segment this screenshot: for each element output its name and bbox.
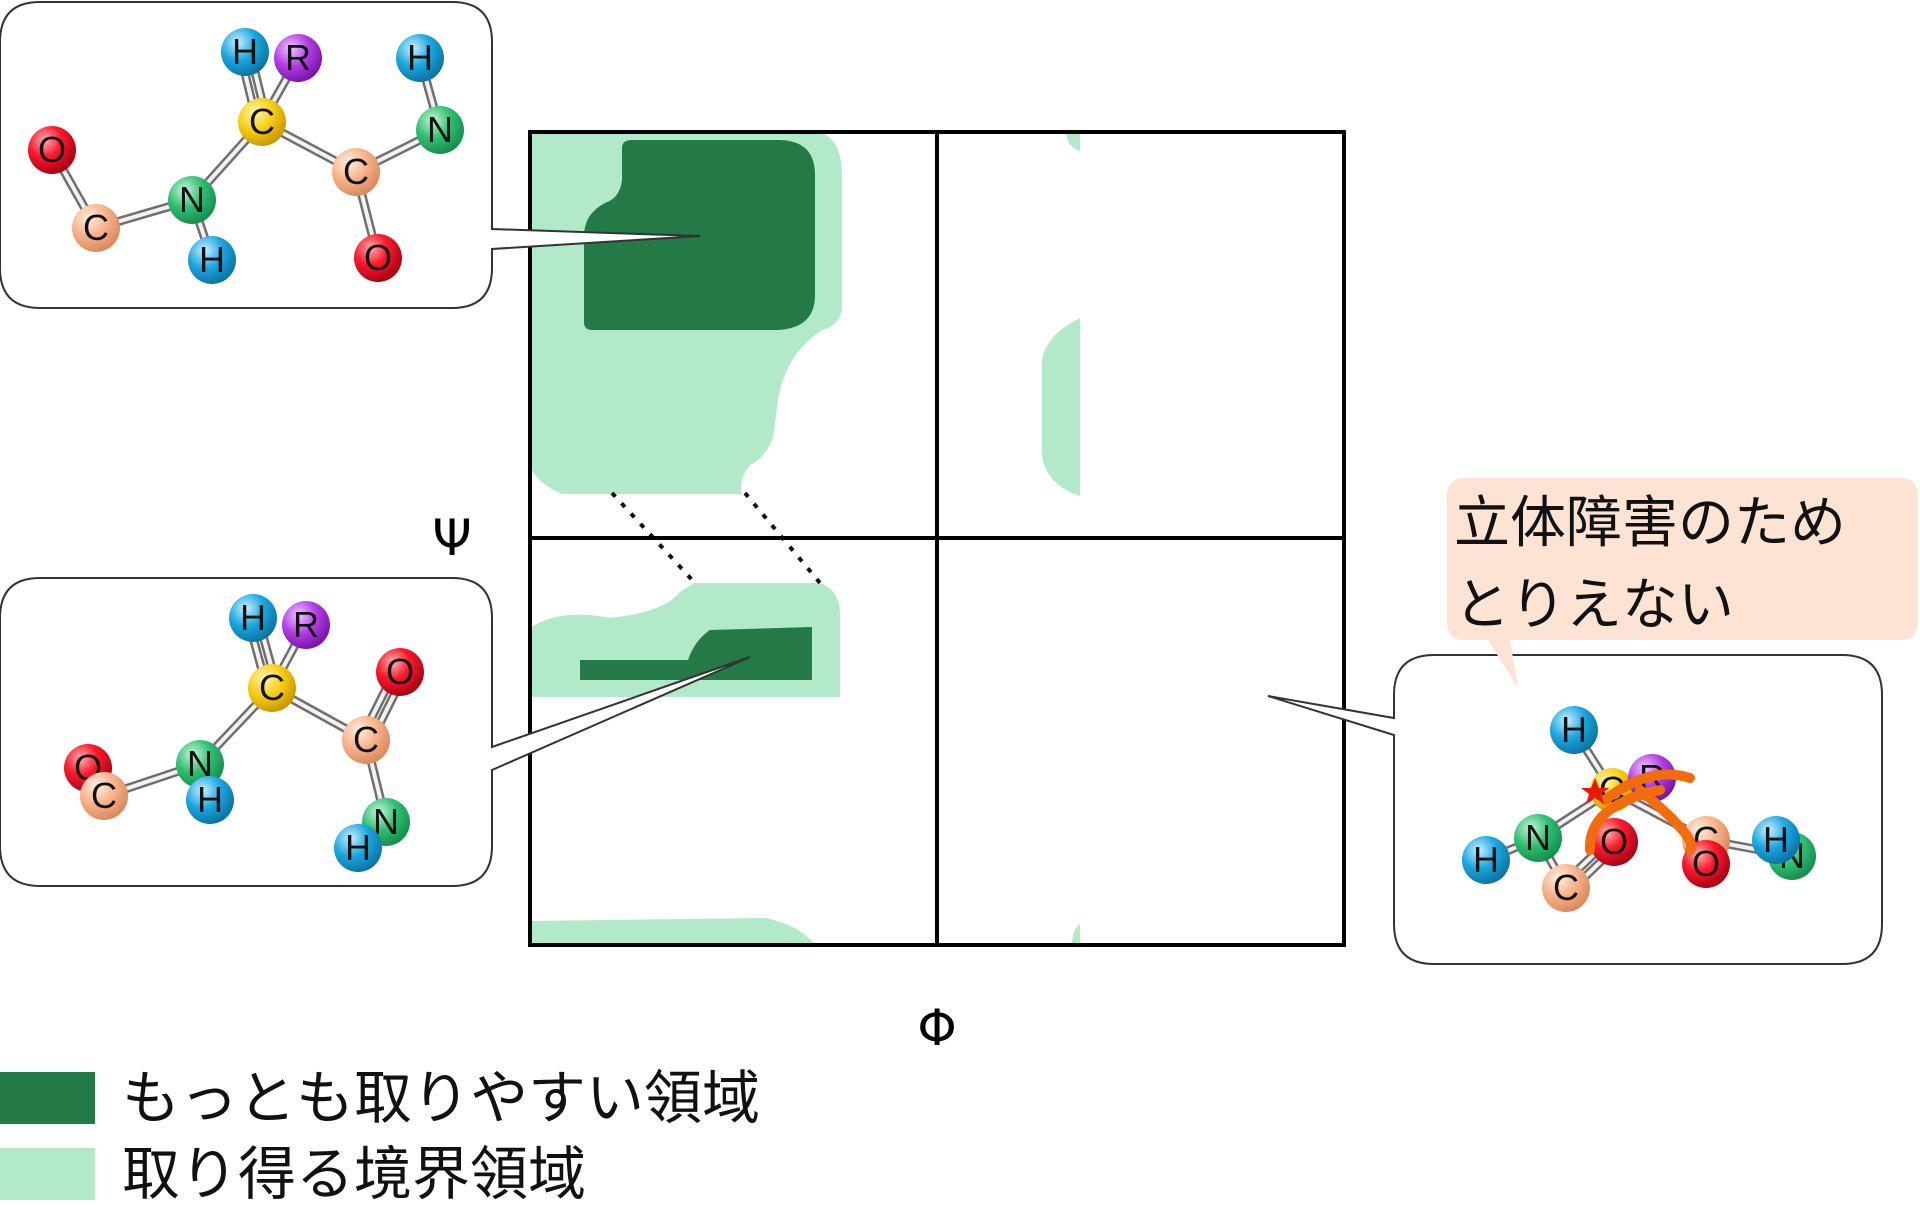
dotted-connector-left [610,491,697,585]
atom-c [332,148,380,196]
atom-o [28,126,76,174]
allowed-region-right-top [1066,132,1080,151]
atom-r [282,601,330,649]
atom-n [416,106,464,154]
atom-label: C [1553,867,1579,908]
atom-label: O [386,651,414,692]
atom-o [354,234,402,282]
atom-h [1462,836,1510,884]
atom-label: N [1525,817,1551,858]
atom-label: O [1600,821,1628,862]
note-line-2: とりえない [1454,573,1734,638]
atom-ca [238,98,286,146]
atom-h [186,776,234,824]
atom-label: R [285,37,311,78]
atom-label: R [293,604,319,645]
atom-label: O [38,129,66,170]
clash-arc-right [1635,785,1697,855]
note-line-1: 立体障害のため [1454,491,1846,556]
note-bubble [1447,478,1918,688]
legend: もっとも取りやすい領域 取り得る境界領域 [0,1064,760,1205]
atom-h [188,236,236,284]
atom-label: O [1692,843,1720,884]
atom-label: N [179,179,205,220]
atom-label: H [345,827,371,868]
atom-n [168,176,216,224]
atom-n [1514,814,1562,862]
atom-label: N [427,109,453,150]
allowed-region-bottom-left [530,918,815,945]
atom-n [176,740,224,788]
atom-h [396,34,444,82]
x-axis-label: Φ [917,999,956,1057]
atom-label: H [199,239,225,280]
atom-h [334,824,382,872]
atom-c [80,772,128,820]
atom-c [342,716,390,764]
allowed-region-right-mid [1042,318,1080,496]
atom-h [1752,816,1800,864]
steric-note: 立体障害のため とりえない [1447,478,1918,688]
clash-star-icon [1581,778,1609,804]
atom-label: C [353,719,379,760]
atom-c [1542,864,1590,912]
atom-o [376,648,424,696]
clash-arc-top [1600,769,1695,805]
atom-label: O [364,237,392,278]
legend-label-allowed: 取り得る境界領域 [122,1140,586,1205]
legend-swatch-favored [0,1072,95,1124]
atom-h [229,594,277,642]
atom-label: H [197,779,223,820]
atom-label: C [83,207,109,248]
atom-h [221,28,269,76]
atom-c [72,204,120,252]
atom-h [1550,706,1598,754]
atom-label: H [232,31,258,72]
atom-label: H [407,37,433,78]
y-axis-label: Ψ [432,509,471,567]
callout-steric-clash: HCRNHOCCONH [1267,654,1883,965]
atom-label: H [1763,819,1789,860]
favored-region-alpha [580,627,812,680]
atom-label: C [91,775,117,816]
atom-label: C [343,151,369,192]
legend-swatch-allowed [0,1148,95,1200]
atom-label: C [249,101,275,142]
allowed-region-right-bottom [1072,924,1080,945]
atom-label: H [240,597,266,638]
atom-ca [248,664,296,712]
legend-label-favored: もっとも取りやすい領域 [122,1064,760,1132]
atom-label: H [1473,839,1499,880]
atom-o [1590,818,1638,866]
atom-label: H [1561,709,1587,750]
atom-r [274,34,322,82]
atom-label: C [259,667,285,708]
